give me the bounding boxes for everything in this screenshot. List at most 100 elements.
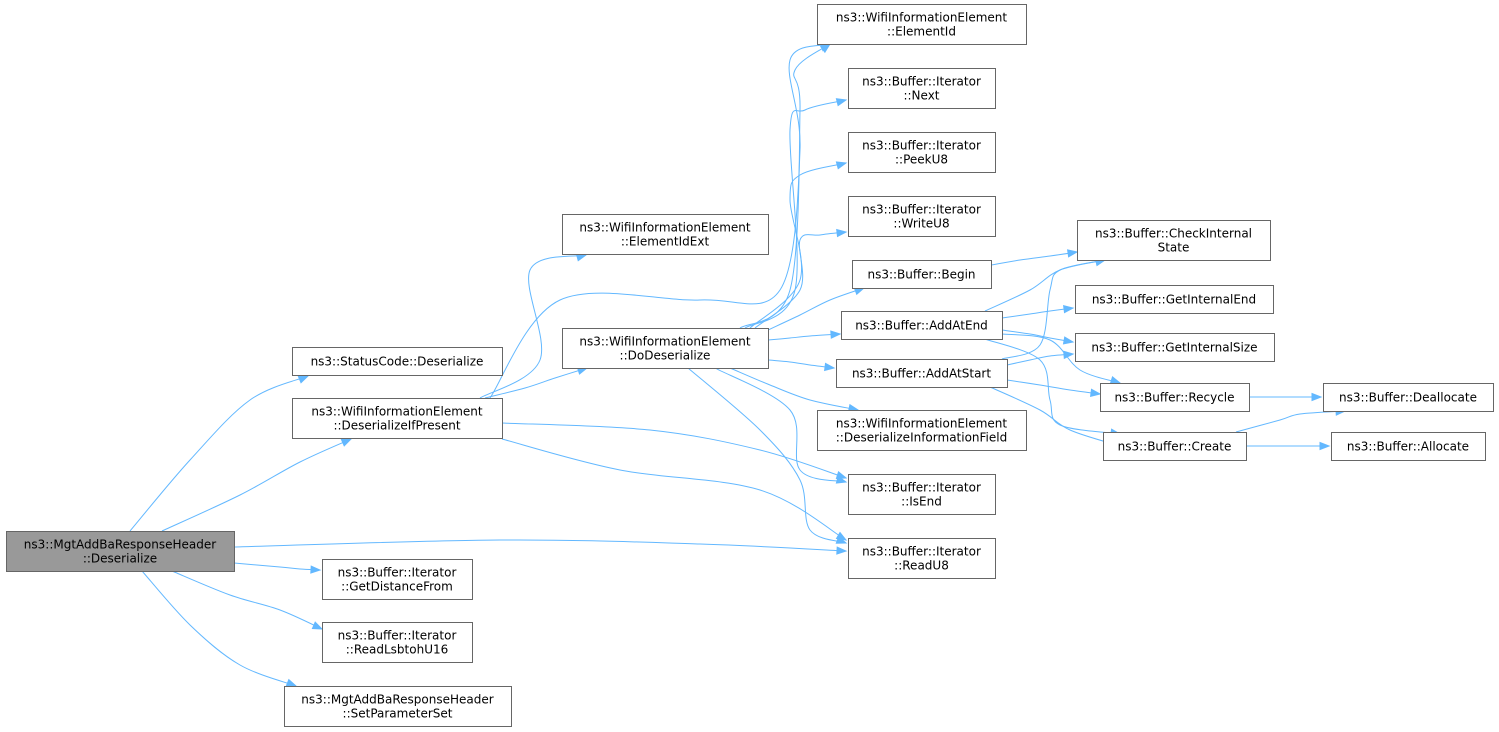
node-label-line: ns3::Buffer::Recycle bbox=[1114, 391, 1234, 405]
edge-addatstart-to-recycle bbox=[1006, 379, 1102, 397]
edge-arrowhead bbox=[836, 546, 848, 555]
edge-arrowhead bbox=[1109, 376, 1122, 385]
edge-line bbox=[767, 287, 865, 331]
node-recycle[interactable]: ns3::Buffer::Recycle bbox=[1100, 383, 1250, 412]
node-write[interactable]: ns3::Buffer::Iterator::WriteU8 bbox=[848, 196, 996, 237]
node-label-line: ::DeserializeIfPresent bbox=[333, 419, 460, 433]
edge-dodeser-to-elementid bbox=[739, 43, 832, 329]
node-box bbox=[1331, 432, 1486, 461]
edge-line bbox=[501, 438, 847, 541]
edge-dodeser-to-readu8 bbox=[687, 367, 848, 544]
node-allocate[interactable]: ns3::Buffer::Allocate bbox=[1331, 432, 1486, 461]
edge-begin-to-checkinternal bbox=[990, 249, 1079, 266]
node-label-line: ::WriteU8 bbox=[893, 217, 949, 231]
edge-line bbox=[489, 43, 831, 399]
edge-line bbox=[729, 367, 859, 411]
node-box bbox=[848, 132, 996, 173]
node-label-line: ns3::Buffer::Iterator bbox=[338, 629, 457, 643]
node-setparam[interactable]: ns3::MgtAddBaResponseHeader::SetParamete… bbox=[284, 686, 512, 727]
node-label-line: ::GetDistanceFrom bbox=[341, 580, 453, 594]
node-addatend[interactable]: ns3::Buffer::AddAtEnd bbox=[841, 311, 1003, 340]
node-label-line: ::IsEnd bbox=[901, 495, 942, 509]
node-label-line: ns3::Buffer::Deallocate bbox=[1339, 391, 1477, 405]
node-label-line: ns3::Buffer::Iterator bbox=[862, 481, 981, 495]
edge-root-to-deserifpresent bbox=[161, 438, 353, 532]
node-layer: ns3::MgtAddBaResponseHeader::Deserialize… bbox=[6, 4, 1494, 727]
node-statuscode[interactable]: ns3::StatusCode::Deserialize bbox=[292, 347, 503, 376]
node-elementidext[interactable]: ns3::WifiInformationElement::ElementIdEx… bbox=[562, 214, 769, 255]
edge-line bbox=[754, 231, 847, 329]
edge-root-to-readlsb bbox=[171, 570, 324, 630]
node-label-line: ns3::MgtAddBaResponseHeader bbox=[24, 538, 216, 552]
node-isend[interactable]: ns3::Buffer::Iterator::IsEnd bbox=[848, 474, 996, 515]
edge-line bbox=[739, 43, 831, 329]
node-label-line: ns3::Buffer::Iterator bbox=[862, 139, 981, 153]
node-label-line: ns3::Buffer::AddAtEnd bbox=[855, 319, 988, 333]
node-box bbox=[6, 531, 235, 572]
node-readu8[interactable]: ns3::Buffer::Iterator::ReadU8 bbox=[848, 538, 996, 579]
node-label-line: ::ElementIdExt bbox=[621, 235, 710, 249]
edge-line bbox=[1001, 329, 1074, 343]
node-getinternalsize[interactable]: ns3::Buffer::GetInternalSize bbox=[1075, 333, 1275, 362]
node-label-line: ::Deserialize bbox=[83, 552, 157, 566]
node-getdistance[interactable]: ns3::Buffer::Iterator::GetDistanceFrom bbox=[322, 559, 473, 600]
node-root[interactable]: ns3::MgtAddBaResponseHeader::Deserialize bbox=[6, 531, 235, 572]
node-box bbox=[322, 559, 473, 600]
node-label-line: ns3::Buffer::AddAtStart bbox=[852, 367, 991, 381]
node-box bbox=[848, 196, 996, 237]
node-box bbox=[841, 311, 1003, 340]
edge-arrowhead bbox=[1062, 336, 1075, 345]
node-dodeser[interactable]: ns3::WifiInformationElement::DoDeseriali… bbox=[562, 328, 769, 369]
edge-arrowhead bbox=[830, 330, 842, 339]
node-box bbox=[562, 328, 769, 369]
node-peek[interactable]: ns3::Buffer::Iterator::PeekU8 bbox=[848, 132, 996, 173]
edge-line bbox=[714, 367, 847, 483]
node-addatstart[interactable]: ns3::Buffer::AddAtStart bbox=[836, 359, 1008, 388]
edge-line bbox=[984, 338, 1121, 435]
node-box bbox=[852, 260, 992, 289]
edge-arrowhead bbox=[310, 565, 322, 574]
edge-line bbox=[1001, 307, 1074, 319]
node-begin[interactable]: ns3::Buffer::Begin bbox=[852, 260, 992, 289]
edge-deserifpresent-to-elementidext bbox=[479, 253, 588, 399]
node-elementid[interactable]: ns3::WifiInformationElement::ElementId bbox=[817, 4, 1027, 45]
node-deallocate[interactable]: ns3::Buffer::Deallocate bbox=[1323, 383, 1494, 412]
node-label-line: ::Next bbox=[903, 89, 939, 103]
edge-line bbox=[129, 375, 309, 532]
node-label-line: ::ReadLsbtohU16 bbox=[346, 643, 449, 657]
edge-dodeser-to-peek bbox=[749, 161, 848, 329]
node-label-line: ns3::Buffer::Iterator bbox=[862, 203, 981, 217]
edge-line bbox=[141, 570, 297, 687]
node-next[interactable]: ns3::Buffer::Iterator::Next bbox=[848, 68, 996, 109]
node-box bbox=[1100, 383, 1250, 412]
node-label-line: ns3::WifiInformationElement bbox=[836, 417, 1008, 431]
node-create[interactable]: ns3::Buffer::Create bbox=[1103, 432, 1247, 461]
edge-addatstart-to-getinternalsize bbox=[1006, 350, 1075, 366]
node-label-line: ::ReadU8 bbox=[894, 559, 949, 573]
node-deserifpresent[interactable]: ns3::WifiInformationElement::Deserialize… bbox=[292, 398, 503, 439]
edge-line bbox=[233, 539, 847, 552]
edge-dodeser-to-next bbox=[744, 98, 848, 329]
node-box bbox=[1323, 383, 1494, 412]
node-label-line: ns3::MgtAddBaResponseHeader bbox=[301, 693, 493, 707]
node-label-line: ::PeekU8 bbox=[895, 153, 948, 167]
edge-arrowhead bbox=[285, 678, 298, 687]
node-box bbox=[848, 538, 996, 579]
node-label-line: ns3::Buffer::Iterator bbox=[862, 545, 981, 559]
node-label-line: ns3::WifiInformationElement bbox=[579, 221, 751, 235]
edge-arrowhead bbox=[836, 228, 848, 238]
edge-line bbox=[501, 422, 847, 479]
node-label-line: ns3::Buffer::GetInternalEnd bbox=[1092, 293, 1256, 307]
node-label-line: ::SetParameterSet bbox=[343, 707, 453, 721]
node-deserinfo[interactable]: ns3::WifiInformationElement::Deserialize… bbox=[817, 410, 1027, 451]
node-getinternalend[interactable]: ns3::Buffer::GetInternalEnd bbox=[1075, 285, 1274, 314]
edge-arrowhead bbox=[1090, 388, 1102, 397]
node-readlsb[interactable]: ns3::Buffer::Iterator::ReadLsbtohU16 bbox=[322, 622, 473, 663]
node-box bbox=[1077, 220, 1271, 261]
node-label-line: ns3::Buffer::Iterator bbox=[862, 75, 981, 89]
node-label-line: ns3::Buffer::Iterator bbox=[338, 566, 457, 580]
edge-arrowhead bbox=[824, 362, 836, 372]
edge-arrowhead bbox=[1063, 305, 1075, 314]
node-box bbox=[284, 686, 512, 727]
